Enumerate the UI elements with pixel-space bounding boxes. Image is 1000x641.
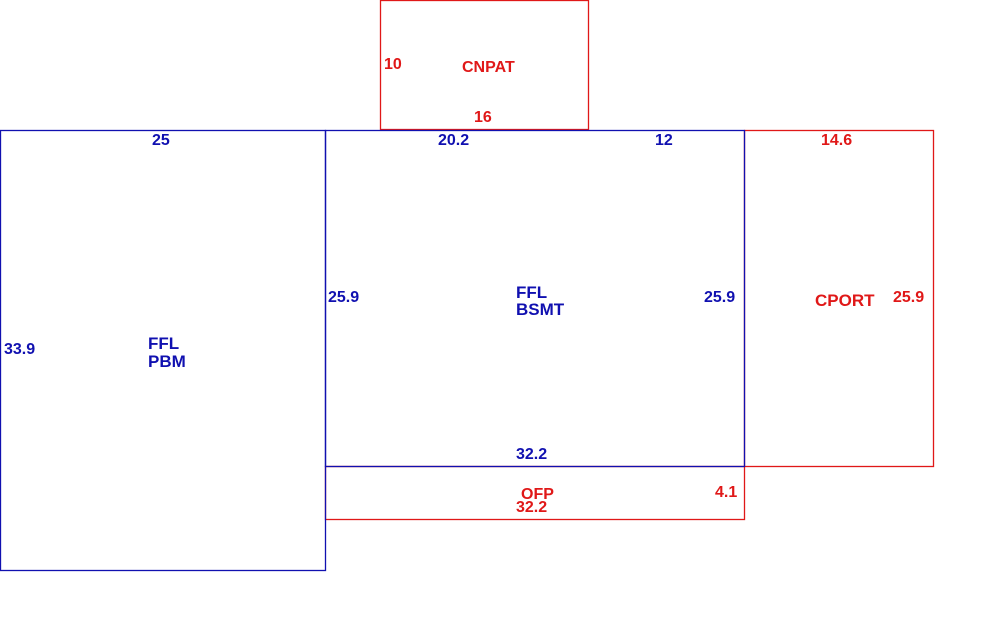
bsmt-top-left-dimension: 20.2	[438, 132, 470, 149]
bsmt-bottom-dimension: 32.2	[516, 446, 548, 463]
cnpat-outline	[379, 0, 590, 131]
pbm-area-label-line2: PBM	[148, 352, 186, 371]
bsmt-right-dimension: 25.9	[704, 289, 736, 306]
cport-right-dimension: 25.9	[893, 289, 925, 306]
cport-top-dimension: 14.6	[821, 132, 853, 149]
bsmt-outline	[324, 129, 746, 468]
ofp-bottom-dimension: 32.2	[516, 499, 548, 516]
cnpat-bottom-dimension: 16	[474, 109, 492, 126]
bsmt-area-label-line2: BSMT	[516, 300, 565, 319]
bsmt-left-dimension: 25.9	[328, 289, 360, 306]
pbm-left-dimension: 33.9	[4, 341, 36, 358]
bsmt-top-right-dimension: 12	[655, 132, 673, 149]
pbm-area-label-line1: FFL	[148, 334, 180, 353]
bsmt-area-label-line1: FFL	[516, 283, 548, 302]
ofp-area-label: OFP	[521, 486, 554, 503]
cnpat-left-dimension: 10	[384, 56, 402, 73]
cnpat-area-label: CNPAT	[462, 59, 515, 76]
pbm-top-dimension: 25	[152, 132, 170, 149]
ofp-right-dimension: 4.1	[715, 484, 738, 501]
cport-area-label: CPORT	[815, 291, 875, 310]
